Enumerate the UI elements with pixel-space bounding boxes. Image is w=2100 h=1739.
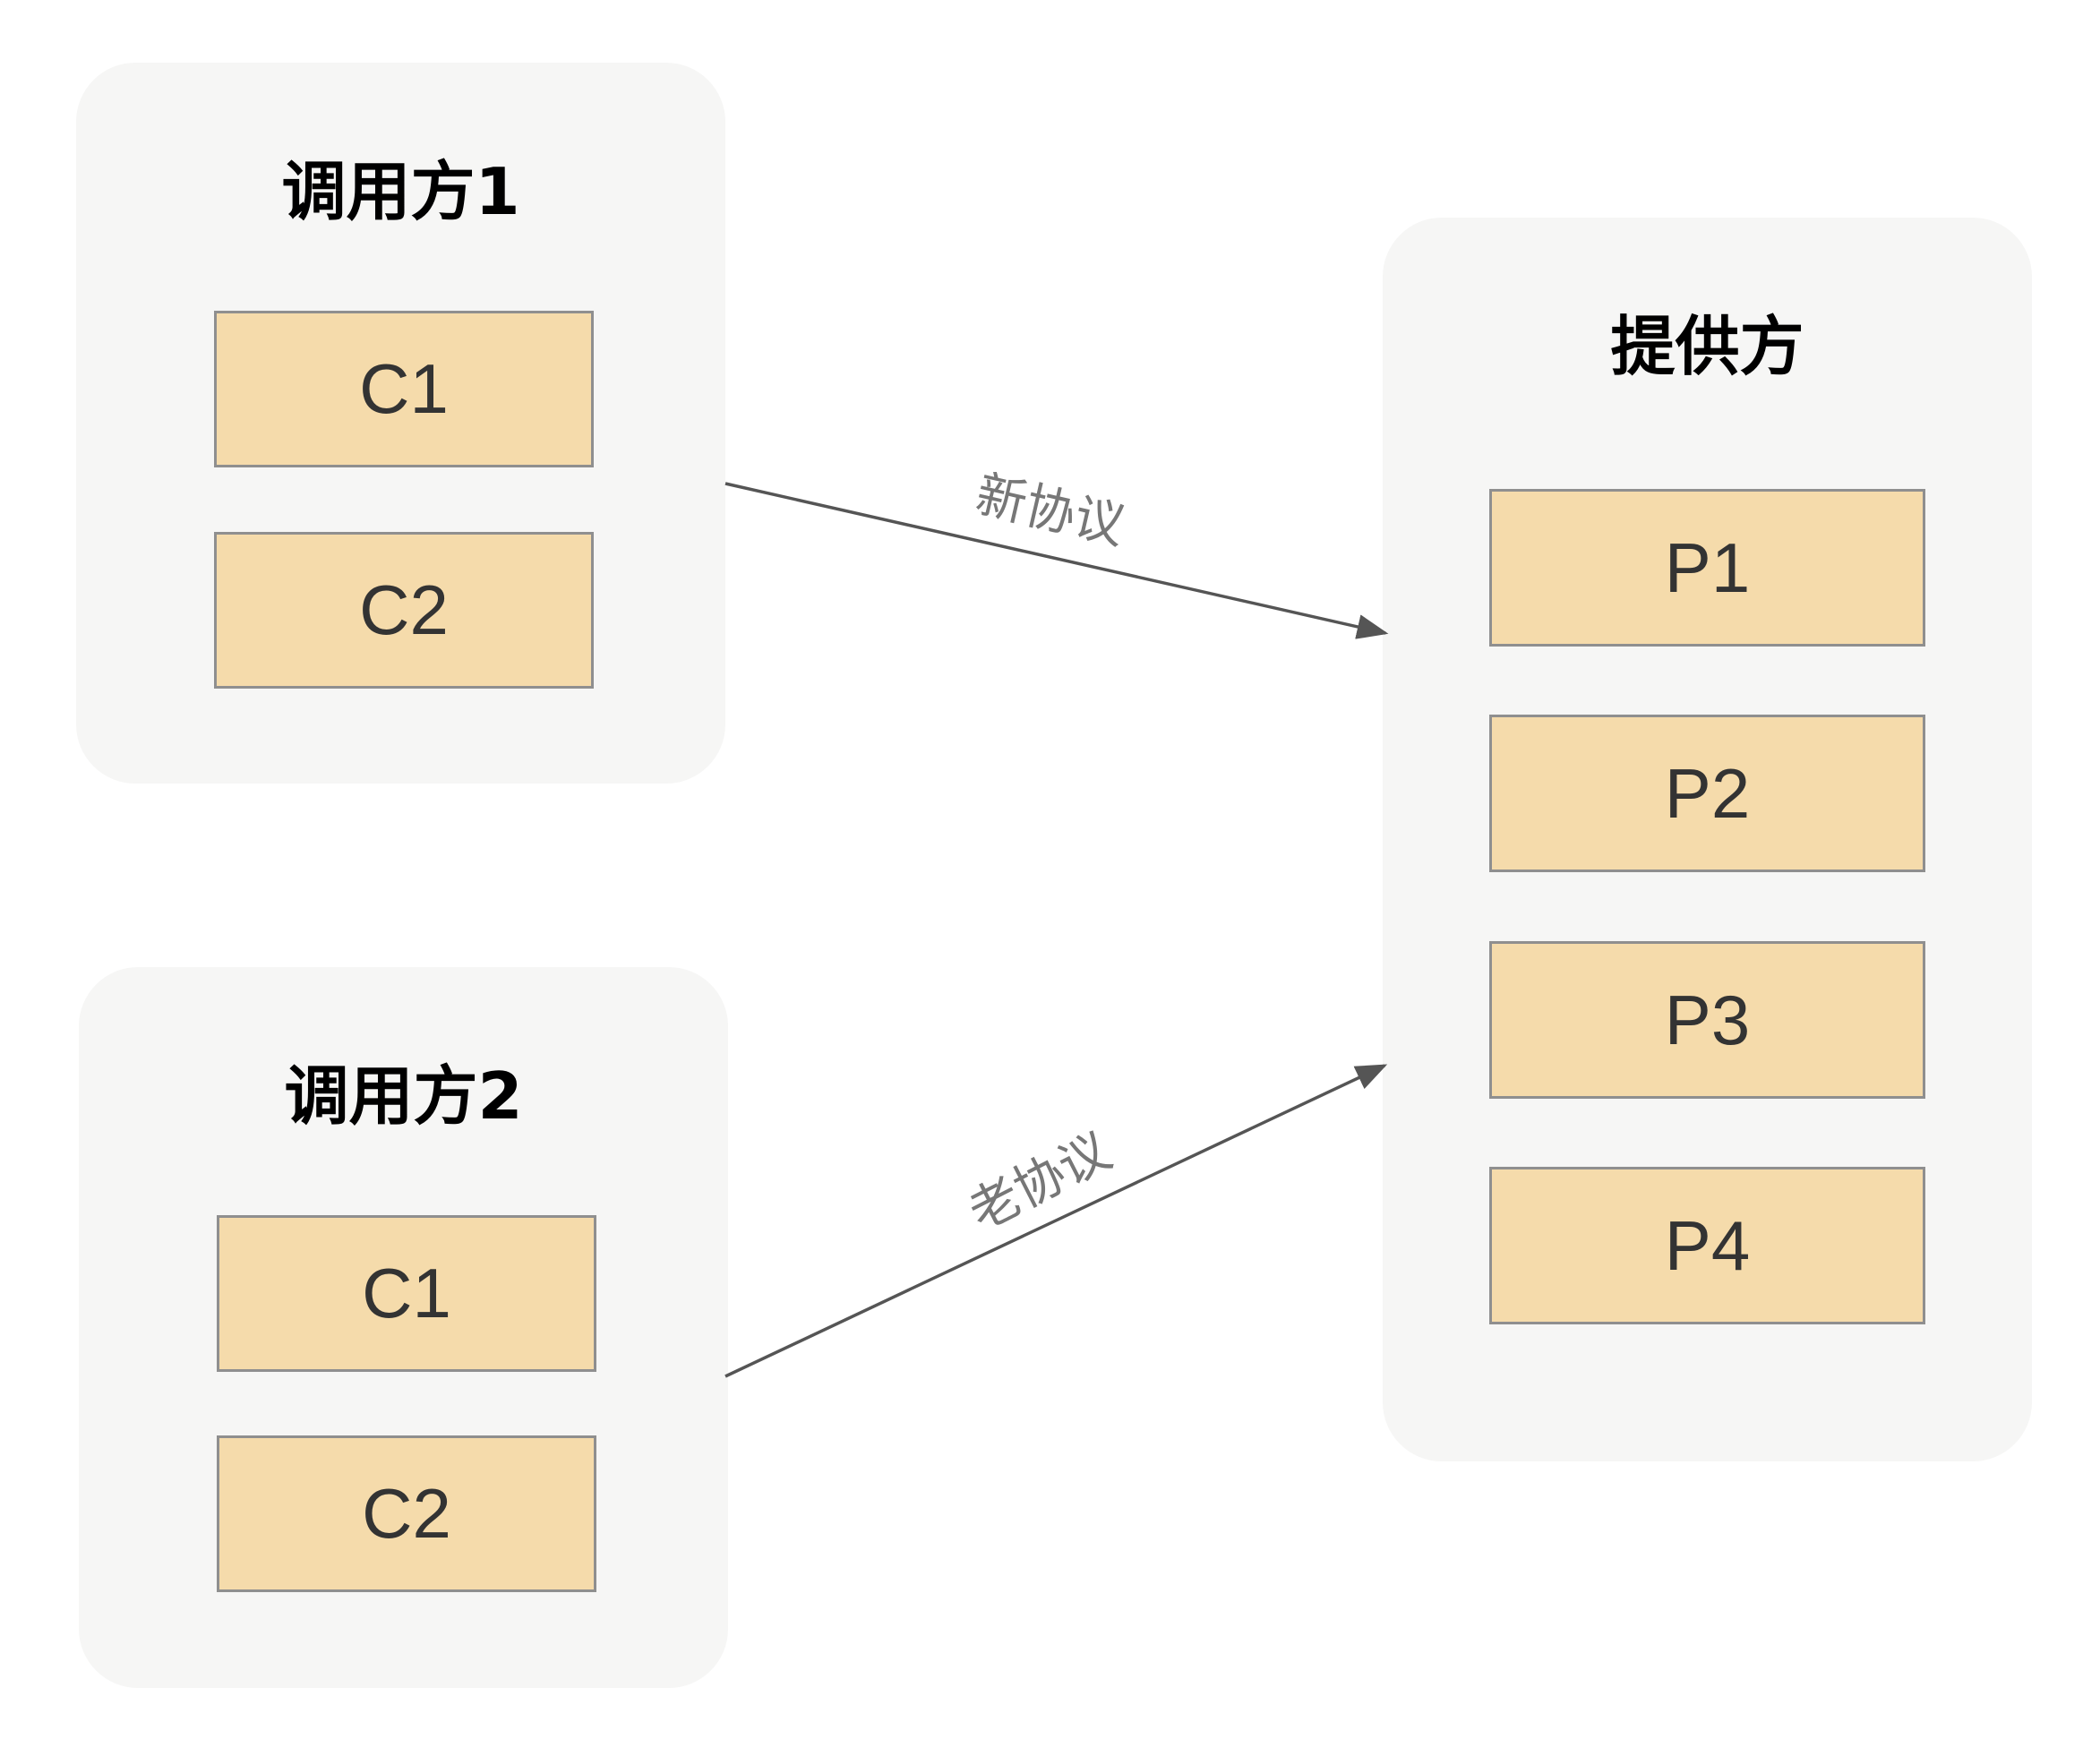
caller-1-group: 调用方1 C1 C2 bbox=[76, 63, 725, 784]
caller-2-node-c2: C2 bbox=[217, 1435, 596, 1592]
provider-title: 提供方 bbox=[1610, 309, 1804, 384]
caller-1-node-c2: C2 bbox=[214, 532, 594, 689]
provider-node-p3: P3 bbox=[1489, 941, 1925, 1099]
caller-2-title: 调用方2 bbox=[284, 1058, 523, 1134]
provider-group: 提供方 P1 P2 P3 P4 bbox=[1383, 218, 2032, 1461]
provider-node-p4: P4 bbox=[1489, 1167, 1925, 1324]
caller-2-node-c1: C1 bbox=[217, 1215, 596, 1372]
caller-1-node-c1: C1 bbox=[214, 311, 594, 467]
edge-old-protocol-arrow bbox=[724, 1064, 1388, 1378]
provider-node-p2: P2 bbox=[1489, 715, 1925, 872]
provider-node-p1: P1 bbox=[1489, 489, 1925, 647]
caller-2-group: 调用方2 C1 C2 bbox=[79, 967, 728, 1688]
edge-new-protocol-arrow bbox=[724, 482, 1389, 639]
caller-1-title: 调用方1 bbox=[281, 154, 520, 229]
